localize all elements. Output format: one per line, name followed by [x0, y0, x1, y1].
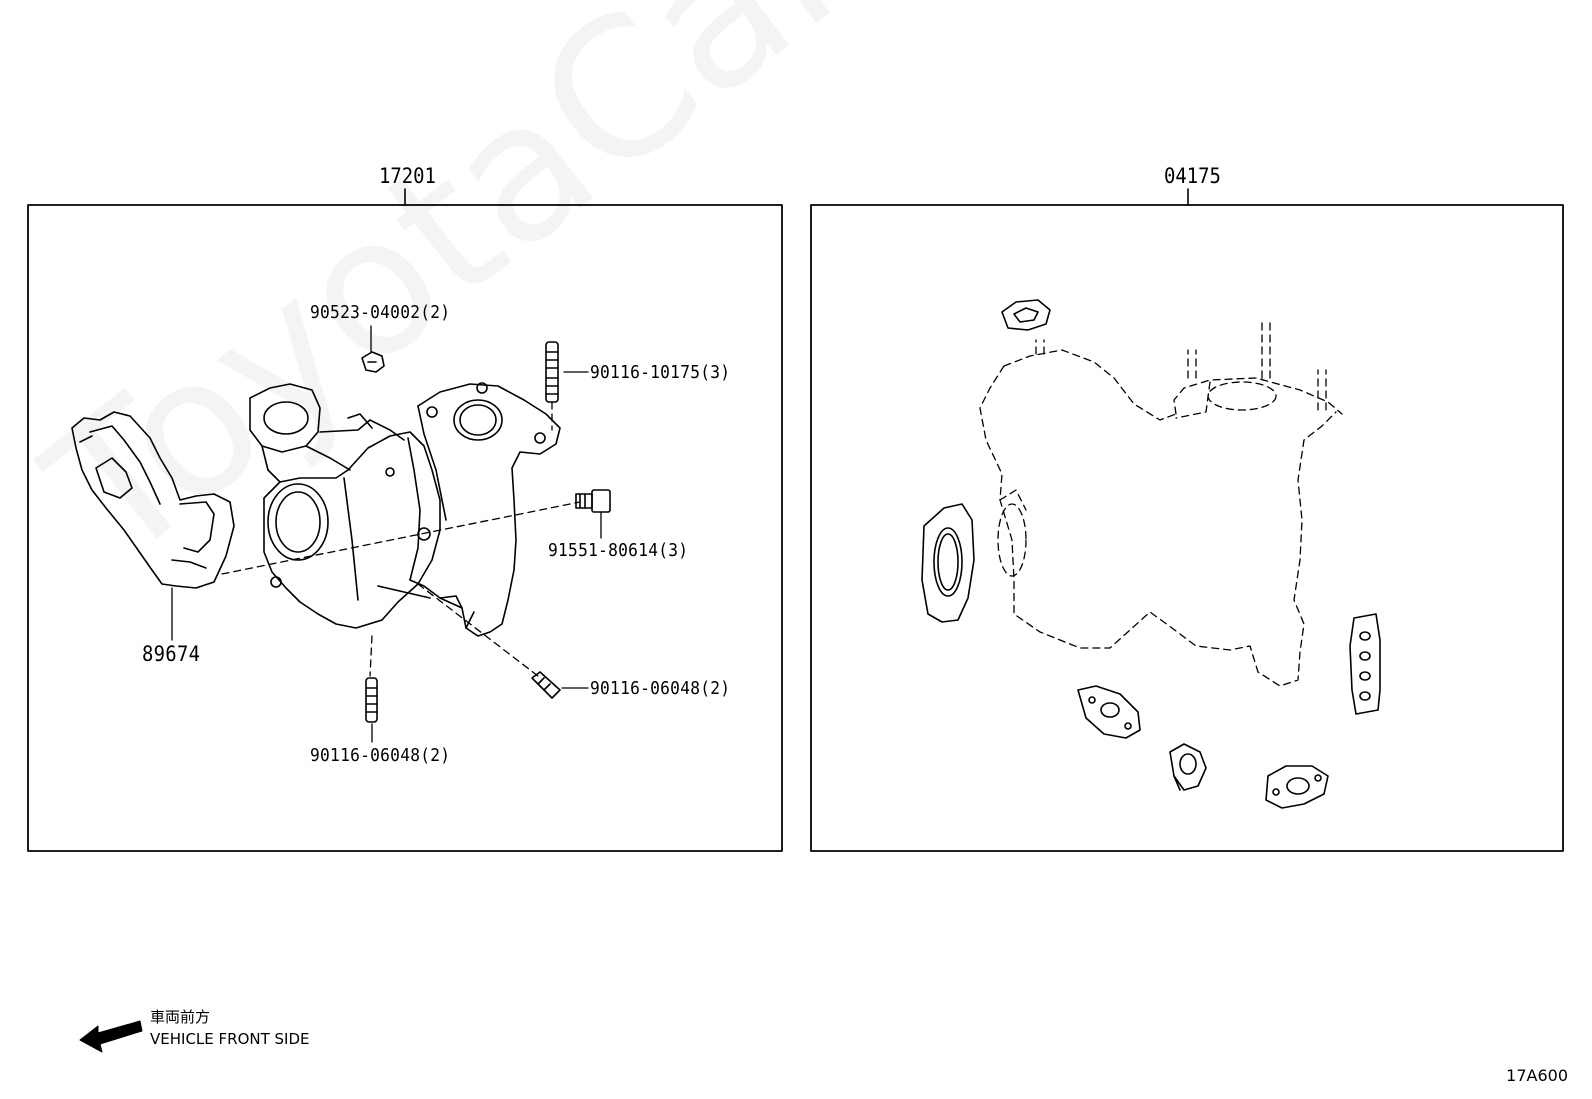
gasket-top-small [1001, 299, 1051, 331]
bracket-89674 [71, 411, 235, 589]
vehicle-front-arrow-icon [79, 1020, 143, 1053]
gasket-compressor-inlet [921, 503, 975, 623]
part-label-bracket[interactable]: 89674 [142, 642, 201, 666]
gasket-oil-inlet [1077, 685, 1141, 739]
gasket-oil-plate [1349, 613, 1381, 715]
turbocharger [249, 382, 561, 637]
right-panel-frame [810, 204, 1564, 852]
vehicle-front-english: VEHICLE FRONT SIDE [150, 1030, 310, 1048]
vehicle-front-japanese: 車両前方 [150, 1008, 211, 1026]
right-group-number: 04175 [1164, 164, 1221, 188]
stud-90116-06048-bottom [365, 677, 378, 723]
gasket-oil-outlet [1265, 765, 1329, 809]
part-label-stud-top[interactable]: 90116-10175(3) [590, 362, 731, 383]
ghost-turbo-outline [979, 319, 1343, 687]
retainer-90523 [361, 351, 385, 373]
part-label-stud-bottom[interactable]: 90116-06048(2) [310, 745, 451, 766]
figure-code: 17A600 [1506, 1066, 1568, 1085]
part-label-retainer[interactable]: 90523-04002(2) [310, 302, 451, 323]
stud-90116-10175 [545, 341, 559, 403]
part-label-bolt[interactable]: 91551-80614(3) [548, 540, 689, 561]
bolt-91551 [575, 489, 611, 513]
part-label-stud-right[interactable]: 90116-06048(2) [590, 678, 731, 699]
stud-90116-06048-right [531, 671, 561, 699]
oil-seal [1169, 743, 1207, 791]
left-group-number: 17201 [379, 164, 436, 188]
